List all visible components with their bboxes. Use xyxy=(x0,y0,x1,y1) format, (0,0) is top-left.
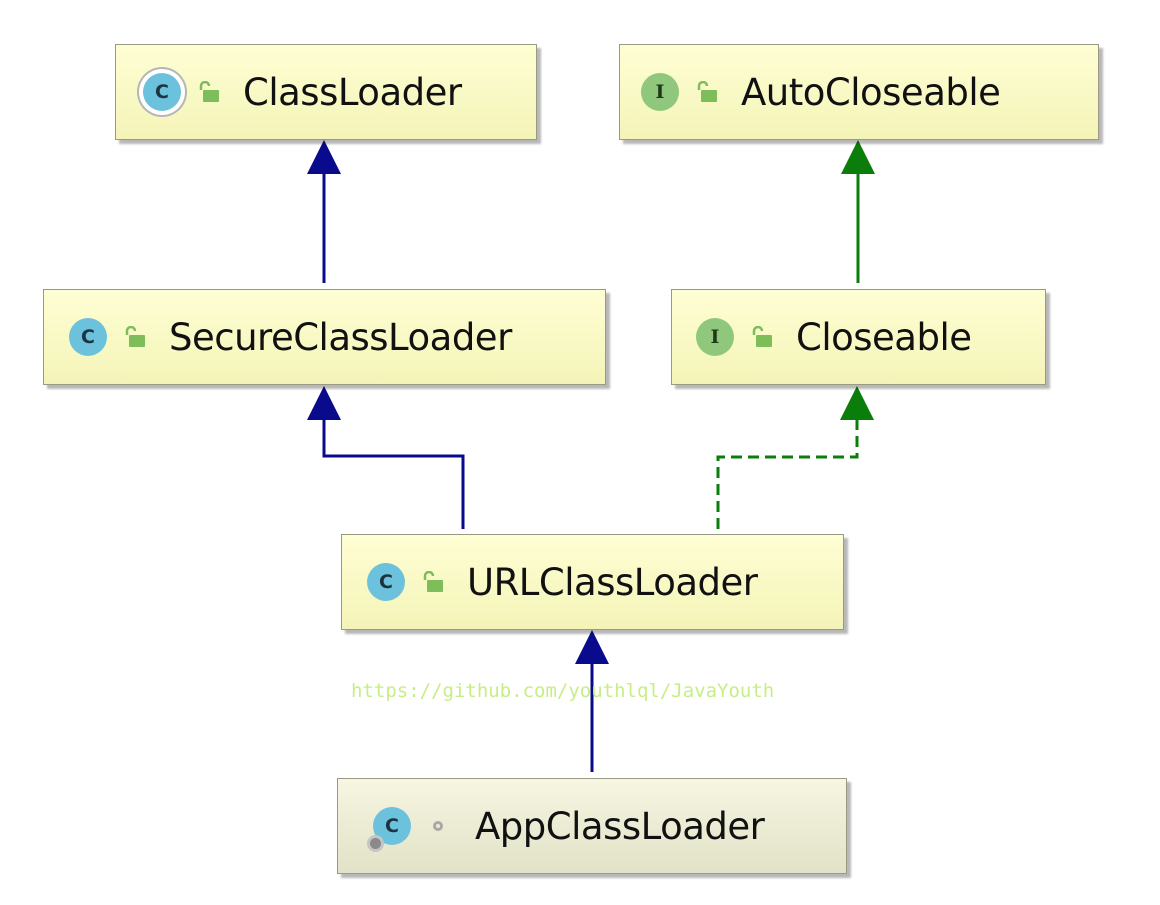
interface-icon: I xyxy=(696,318,734,356)
public-lock-icon xyxy=(750,326,774,348)
node-appclassloader[interactable]: C AppClassLoader xyxy=(337,778,847,874)
gear-icon xyxy=(367,835,384,852)
node-classloader[interactable]: C ClassLoader xyxy=(115,44,537,140)
extends-arrowhead xyxy=(307,140,341,174)
edge-appclassloader-extends-urlclassloader xyxy=(575,630,609,772)
watermark-url: https://github.com/youthlql/JavaYouth xyxy=(351,680,775,702)
node-label: SecureClassLoader xyxy=(169,315,512,359)
package-private-dot-icon xyxy=(433,821,443,831)
node-label: ClassLoader xyxy=(243,70,462,114)
public-lock-icon xyxy=(123,326,147,348)
class-icon: C xyxy=(367,563,405,601)
extends-arrowhead xyxy=(841,140,875,174)
node-label: URLClassLoader xyxy=(467,560,758,604)
interface-icon: I xyxy=(641,73,679,111)
node-label: AppClassLoader xyxy=(475,804,765,848)
public-lock-icon xyxy=(197,81,221,103)
node-urlclassloader[interactable]: C URLClassLoader xyxy=(341,534,844,630)
edge-secureclassloader-extends-classloader xyxy=(307,140,341,283)
public-lock-icon xyxy=(421,571,445,593)
class-kind-letter: C xyxy=(385,815,399,837)
edge-urlclassloader-extends-secureclassloader xyxy=(307,386,465,529)
edge-closeable-extends-autocloseable xyxy=(841,140,875,283)
implements-arrowhead xyxy=(840,386,874,420)
node-label: AutoCloseable xyxy=(741,70,1001,114)
abstract-class-icon: C xyxy=(143,73,181,111)
node-autocloseable[interactable]: I AutoCloseable xyxy=(619,44,1099,140)
public-lock-icon xyxy=(695,81,719,103)
extends-arrowhead xyxy=(307,386,341,420)
node-secureclassloader[interactable]: C SecureClassLoader xyxy=(43,289,606,385)
node-label: Closeable xyxy=(796,315,972,359)
node-closeable[interactable]: I Closeable xyxy=(671,289,1046,385)
static-nested-class-icon: C xyxy=(367,807,411,852)
edge-urlclassloader-implements-closeable xyxy=(716,386,874,529)
class-icon: C xyxy=(69,318,107,356)
extends-arrowhead xyxy=(575,630,609,664)
